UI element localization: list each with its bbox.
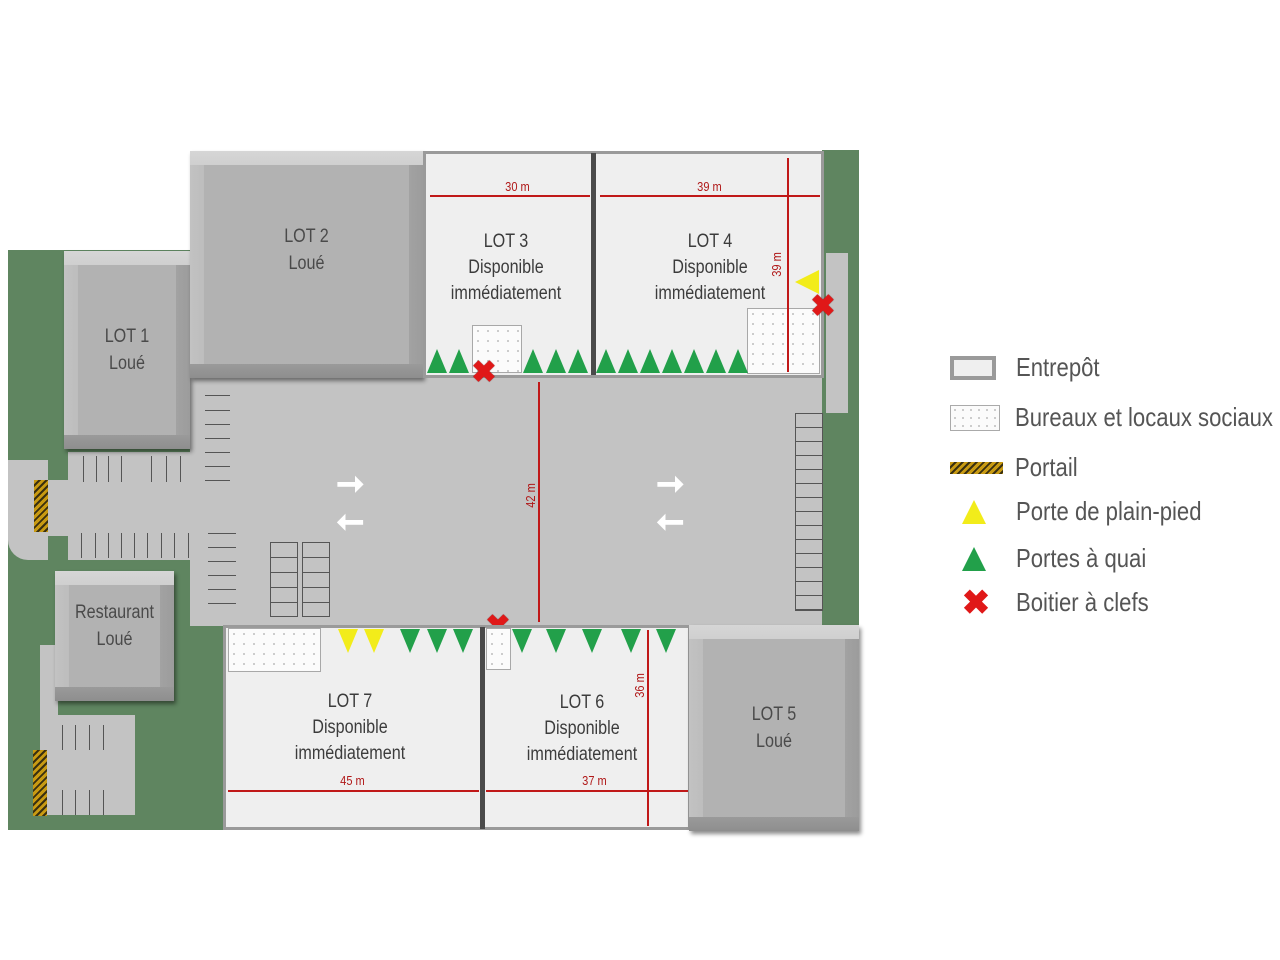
east-lane <box>826 253 848 413</box>
lot-7-width-line <box>228 790 479 792</box>
warehouse-swatch-icon <box>950 355 996 380</box>
lot-4-status-1: Disponible <box>672 257 748 278</box>
lot-6-width-line <box>486 790 688 792</box>
south-parking <box>55 715 135 815</box>
lot-4-width-line <box>600 195 820 197</box>
lot-6-office <box>486 628 511 670</box>
lot-7-office <box>228 628 321 672</box>
lot-1-status: Loué <box>109 353 145 374</box>
lot-1-name: LOT 1 <box>104 326 150 347</box>
key-box-lot-3[interactable]: ✖ <box>471 356 497 389</box>
legend-label-dock-door: Portes à quai <box>1016 543 1147 573</box>
gate-south <box>33 750 47 816</box>
lot-2-status: Loué <box>288 252 325 274</box>
restaurant-building[interactable]: Restaurant Loué <box>55 571 174 701</box>
legend-item-dock-door: Portes à quai <box>962 543 1169 574</box>
lot-3-status-2: immédiatement <box>450 283 562 304</box>
lot-1-building[interactable]: LOT 1 Loué <box>64 251 190 449</box>
courtyard-width-label: 42 m <box>522 483 538 508</box>
legend-item-office: Bureaux et locaux sociaux <box>950 402 1280 433</box>
lot-7-status-2: immédiatement <box>294 743 406 764</box>
lot-4-ground-door <box>795 270 819 294</box>
legend-label-key-box: Boitier à clefs <box>1016 587 1149 617</box>
lot-4-status-2: immédiatement <box>654 283 766 304</box>
lot-3-name: LOT 3 <box>483 231 529 252</box>
restaurant-name: Restaurant <box>74 602 154 623</box>
traffic-arrow-left-west: ➞ <box>336 503 365 541</box>
lot-3-label: LOT 3 Disponible immédiatement <box>438 229 574 307</box>
legend-item-warehouse: Entrepôt <box>950 352 1114 383</box>
traffic-arrow-right-east: ➞ <box>656 465 685 503</box>
courtyard-width-line <box>538 382 540 622</box>
lot-6-status-2: immédiatement <box>526 744 638 765</box>
yellow-triangle-icon <box>962 499 986 524</box>
lot-3-width-line <box>430 195 590 197</box>
lot-3-status-1: Disponible <box>468 257 544 278</box>
lot-6-name: LOT 6 <box>559 692 605 713</box>
lot-4-depth-label: 39 m <box>768 252 784 277</box>
lot-5-name: LOT 5 <box>751 704 797 725</box>
lot-4-depth-line <box>787 158 789 372</box>
legend-item-key-box: ✖ Boitier à clefs <box>958 583 1172 622</box>
legend-label-ground-door: Porte de plain-pied <box>1016 496 1202 526</box>
office-swatch-icon <box>950 404 1000 431</box>
lot-6-label: LOT 6 Disponible immédiatement <box>514 690 650 768</box>
legend-label-office: Bureaux et locaux sociaux <box>1015 402 1273 432</box>
gate-north <box>34 480 48 532</box>
legend-label-gate: Portail <box>1015 452 1078 482</box>
legend-label-warehouse: Entrepôt <box>1016 352 1100 382</box>
lot-3-4-divider <box>591 153 596 375</box>
lot-2-name: LOT 2 <box>284 225 329 247</box>
legend-item-gate: Portail <box>950 452 1089 483</box>
legend-item-ground-door: Porte de plain-pied <box>962 496 1234 527</box>
lot-5-status: Loué <box>756 731 792 752</box>
lot-3-width-label: 30 m <box>505 179 530 194</box>
lot-4-width-label: 39 m <box>697 179 722 194</box>
parking-strip-south <box>68 532 208 560</box>
lot-6-depth-line <box>647 630 649 826</box>
lot-7-width-label: 45 m <box>340 773 365 788</box>
lot-5-building[interactable]: LOT 5 Loué <box>689 625 859 831</box>
key-box-lot-4[interactable]: ✖ <box>810 290 836 323</box>
lot-4-name: LOT 4 <box>687 231 733 252</box>
restaurant-status: Loué <box>96 629 133 650</box>
lot-6-depth-label: 36 m <box>631 673 647 698</box>
lot-6-status-1: Disponible <box>544 718 620 739</box>
lot-6-7-divider <box>480 627 485 829</box>
lot-7-status-1: Disponible <box>312 717 388 738</box>
red-cross-icon: ✖ <box>961 583 991 622</box>
lot-7-name: LOT 7 <box>327 691 373 712</box>
lot-4-label: LOT 4 Disponible immédiatement <box>642 229 778 307</box>
green-triangle-icon <box>962 546 986 571</box>
lot-2-building[interactable]: LOT 2 Loué <box>190 151 423 378</box>
parking-strip-north <box>68 452 195 484</box>
traffic-arrow-right-west: ➞ <box>336 465 365 503</box>
traffic-arrow-left-east: ➞ <box>656 503 685 541</box>
lot-7-label: LOT 7 Disponible immédiatement <box>282 689 418 767</box>
lot-6-width-label: 37 m <box>582 773 607 788</box>
lot-4-office <box>747 308 820 374</box>
lot-3-office <box>472 325 522 373</box>
gate-swatch-icon <box>950 461 1003 474</box>
lot-6-warehouse[interactable] <box>481 625 691 830</box>
